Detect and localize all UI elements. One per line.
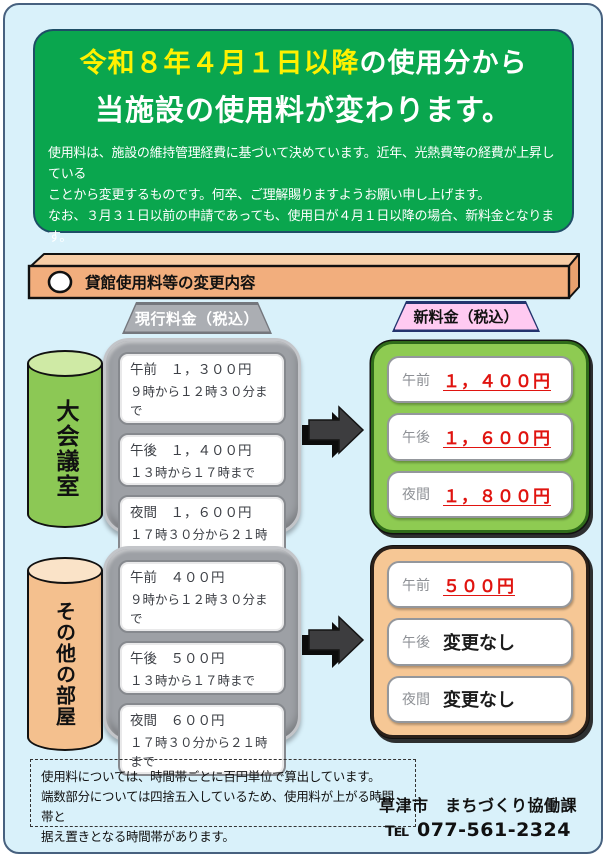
announcement-header: 令和８年４月１日以降の使用分から 当施設の使用料が変わります。 使用料は、施設の…	[33, 29, 574, 245]
cylinder-top	[27, 350, 103, 377]
fee-card: 夜間 １，８００円	[387, 470, 573, 518]
room-name: その他の部屋	[52, 601, 77, 727]
fee-card: 午前 １，３００円 ９時から１２時３０分まで	[118, 352, 286, 425]
circle-bullet-icon	[47, 270, 73, 294]
fee-amount: 午前 １，３００円	[130, 362, 252, 378]
column-header-current-label: 現行料金（税込）	[125, 305, 270, 332]
column-header-new-label: 新料金（税込）	[395, 304, 538, 330]
time-slot-label: 午後	[402, 634, 430, 651]
fee-amount: 午後 ５００円	[130, 651, 225, 667]
current-fee-box-other-rooms: 午前 ４００円 ９時から１２時３０分まで 午後 ５００円 １３時から１７時まで …	[103, 546, 301, 776]
new-fee-value: 変更なし	[443, 690, 515, 712]
announcement-body-line: なお、３月３１日以前の申請であっても、使用日が４月１日以降の場合、新料金となりま…	[48, 209, 554, 246]
time-slot-label: 午前	[402, 577, 430, 594]
note-line: 端数部分については四捨五入しているため、使用料が上がる時間帯と	[41, 789, 394, 824]
time-slot-label: 夜間	[402, 692, 430, 709]
fee-amount: 夜間 １，６００円	[130, 505, 252, 521]
fee-card: 午後 ５００円 １３時から１７時まで	[118, 641, 286, 695]
fee-amount: 午前 ４００円	[130, 570, 225, 586]
fee-card: 午後 １，４００円 １３時から１７時まで	[118, 433, 286, 487]
new-fee-box-other-rooms: 午前 ５００円 午後 変更なし 夜間 変更なし	[371, 546, 589, 738]
time-slot-label: 午後	[402, 429, 430, 446]
fee-card: 午前 ５００円	[387, 561, 573, 609]
fee-card: 午後 変更なし	[387, 618, 573, 666]
fee-amount: 午後 １，４００円	[130, 443, 252, 459]
fee-card: 夜間 ６００円 １７時３０分から２１時まで	[118, 703, 286, 776]
announcement-body-line: 使用料は、施設の維持管理経費に基づいて決めています。近年、光熱費等の経費が上昇し…	[48, 146, 555, 183]
note-line: 据え置きとなる時間帯があります。	[41, 829, 235, 844]
note-line: 使用料については、時間帯ごとに百円単位で算出しています。	[41, 769, 381, 784]
new-fee-value: １，４００円	[443, 372, 551, 393]
organization-name: 草津市 まちづくり協働課	[378, 796, 577, 815]
fee-hours: １３時から１７時まで	[130, 673, 256, 688]
footer-contact: 草津市 まちづくり協働課 ℡ 077-561-2324	[362, 792, 594, 841]
cylinder-body	[27, 363, 103, 528]
fee-card: 午後 １，６００円	[387, 413, 573, 461]
new-fee-box-large-meeting-room: 午前 １，４００円 午後 １，６００円 夜間 １，８００円	[371, 341, 589, 533]
column-header-new-fee: 新料金（税込）	[392, 301, 540, 332]
time-slot-label: 午前	[402, 372, 430, 389]
room-name: 大会議室	[52, 399, 78, 499]
banner-front-face	[27, 264, 571, 300]
arrow-body	[308, 615, 365, 665]
fee-card: 午前 １，４００円	[387, 356, 573, 404]
section-banner: 貸館使用料等の変更内容	[27, 253, 580, 300]
page-title-line1: 令和８年４月１日以降の使用分から	[35, 48, 572, 80]
banner-top-face	[30, 253, 580, 267]
new-fee-value: ５００円	[443, 577, 515, 598]
fee-amount: 夜間 ６００円	[130, 713, 225, 729]
page-title-line2: 当施設の使用料が変わります。	[94, 93, 513, 128]
banner-label: 貸館使用料等の変更内容	[84, 273, 256, 292]
fee-card: 夜間 変更なし	[387, 675, 573, 723]
new-fee-value: 変更なし	[443, 632, 515, 654]
column-header-current-fee: 現行料金（税込）	[122, 302, 272, 334]
title-rest: の使用分から	[359, 48, 528, 79]
fee-hours: ９時から１２時３０分まで	[130, 592, 268, 626]
room-cylinder-other-rooms: その他の部屋	[27, 557, 103, 751]
arrow-right-icon	[302, 405, 365, 458]
fee-card: 午前 ４００円 ９時から１２時３０分まで	[118, 560, 286, 633]
calculation-note: 使用料については、時間帯ごとに百円単位で算出しています。 端数部分については四捨…	[30, 759, 416, 844]
new-fee-value: １，８００円	[443, 486, 551, 507]
fee-hours: １３時から１７時まで	[130, 465, 256, 480]
fee-hours: ９時から１２時３０分まで	[130, 384, 268, 418]
time-slot-label: 夜間	[402, 487, 430, 504]
cylinder-top	[27, 557, 103, 584]
title-date-highlight: 令和８年４月１日以降	[79, 48, 360, 79]
arrow-body	[308, 405, 365, 455]
phone-number: ℡ 077-561-2324	[385, 819, 571, 841]
room-cylinder-large-meeting-room: 大会議室	[27, 350, 103, 528]
fee-hours: １７時３０分から２１時まで	[130, 735, 268, 769]
current-fee-box-large-meeting-room: 午前 １，３００円 ９時から１２時３０分まで 午後 １，４００円 １３時から１７…	[103, 338, 301, 568]
announcement-body-line: ことから変更するものです。何卒、ご理解賜りますようお願い申し上げます。	[48, 188, 490, 204]
new-fee-value: １，６００円	[443, 429, 551, 450]
arrow-right-icon	[302, 615, 365, 668]
announcement-body: 使用料は、施設の維持管理経費に基づいて決めています。近年、光熱費等の経費が上昇し…	[48, 143, 559, 248]
cylinder-body	[27, 570, 103, 751]
